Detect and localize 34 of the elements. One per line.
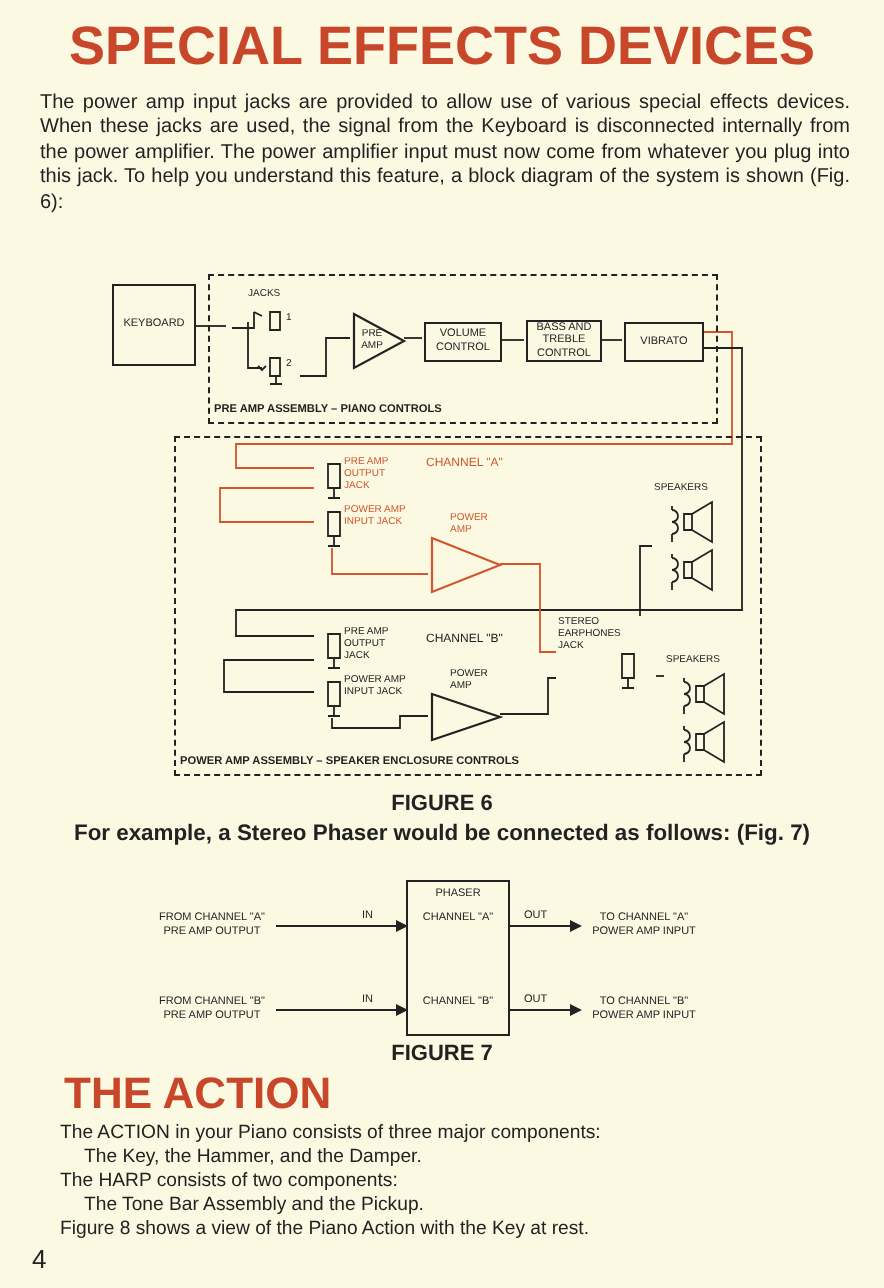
wire (403, 337, 423, 339)
intro-paragraph: The power amp input jacks are provided to allow use of various special effects devices. When these jacks are used, the signal from the Keyboard is disconnected internally from the power amplifier. The power amplifier input must now come from whatever you plug into this jack. To help you understand this feature, a block diagram of the system is shown (Fig. 6): (40, 92, 850, 217)
wire (499, 563, 557, 653)
wire (299, 337, 351, 377)
body-text-line: Figure 8 shows a view of the Piano Action with the Key at rest. (60, 1218, 589, 1240)
figure-caption: FIGURE 6 (389, 792, 495, 816)
wire (499, 339, 525, 341)
wire (235, 347, 743, 637)
wire (499, 677, 557, 715)
wire (655, 675, 665, 677)
wire (195, 325, 227, 327)
arrow (275, 1004, 408, 1016)
body-text-line: The Tone Bar Assembly and the Pickup. (84, 1194, 424, 1216)
page-title: SPECIAL EFFECTS DEVICES (66, 16, 818, 78)
body-text-line: The ACTION in your Piano consists of three major components: (60, 1122, 601, 1144)
wire (223, 659, 315, 693)
wire (331, 547, 429, 575)
body-text-line: The Key, the Hammer, and the Damper. (84, 1146, 422, 1168)
page-number: 4 (32, 1244, 47, 1274)
dashed-assembly-frame (174, 436, 762, 776)
section-heading: THE ACTION (64, 1068, 332, 1120)
wire (235, 331, 733, 469)
phaser-box (406, 880, 510, 1036)
dashed-assembly-frame (208, 274, 718, 424)
wire (639, 545, 653, 617)
arrow (275, 920, 408, 932)
wire (219, 487, 315, 523)
wire (599, 339, 623, 341)
figure-caption: FIGURE 7 (389, 1042, 495, 1066)
wire (331, 715, 429, 729)
example-heading: For example, a Stereo Phaser would be connected as follows: (Fig. 7) (71, 822, 813, 846)
arrow (509, 1004, 582, 1016)
body-text-line: The HARP consists of two components: (60, 1170, 398, 1192)
arrow (509, 920, 582, 932)
